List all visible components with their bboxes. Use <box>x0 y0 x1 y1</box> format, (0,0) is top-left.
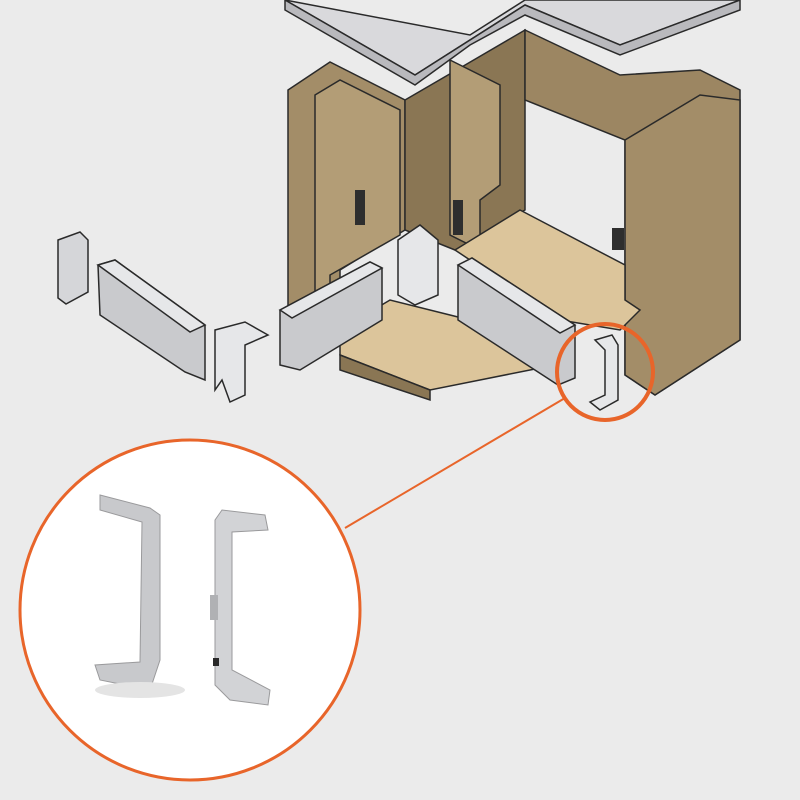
corner-cabinet <box>287 28 741 402</box>
callout-line <box>344 397 566 529</box>
countertop <box>284 0 741 86</box>
end-cap-left <box>57 231 89 305</box>
corner-connector-mid <box>397 224 439 306</box>
mounting-clips <box>355 190 624 250</box>
end-cap-large-left <box>94 494 161 691</box>
zoom-inset <box>18 438 362 782</box>
highlight-circle <box>555 322 655 422</box>
end-cap-large-right <box>214 509 271 706</box>
inset-end-caps <box>94 494 271 706</box>
plinth-parts <box>57 224 619 411</box>
corner-connector-left <box>214 321 270 404</box>
end-cap-right <box>588 334 619 411</box>
